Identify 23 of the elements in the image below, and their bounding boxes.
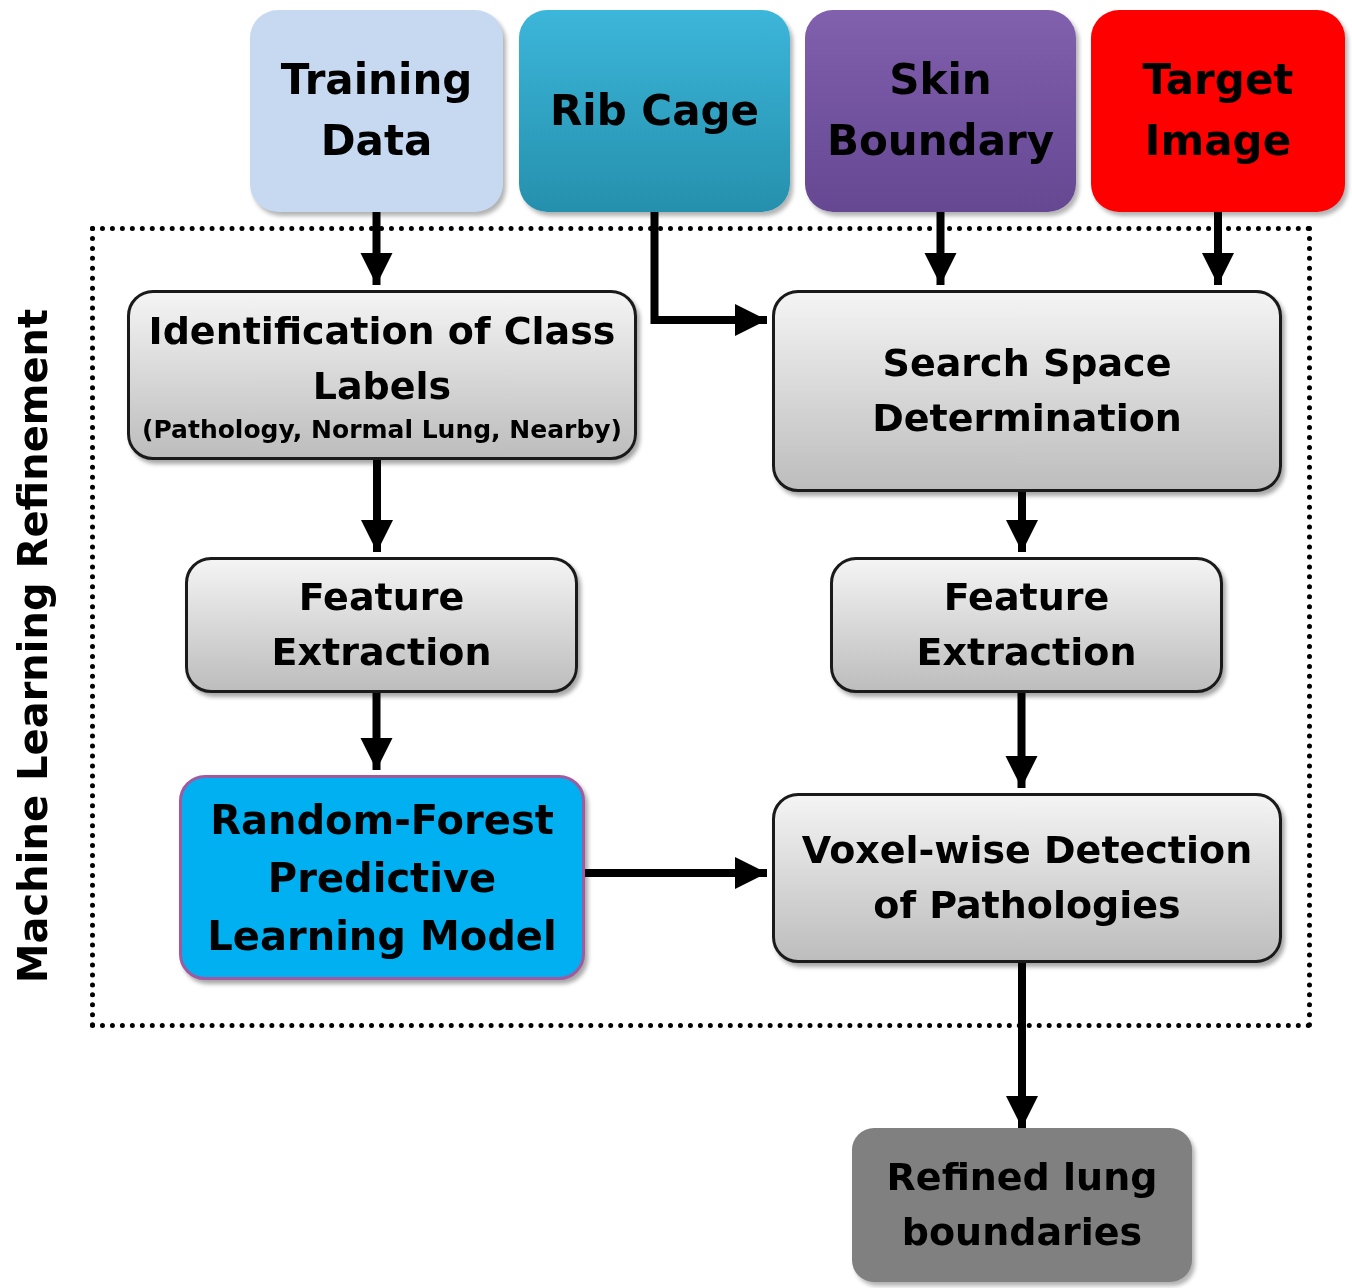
box-label: Feature Extraction xyxy=(270,573,493,676)
box-label: Training Data xyxy=(279,54,474,167)
box-subtitle: (Pathology, Normal Lung, Nearby) xyxy=(142,414,622,446)
input-box xyxy=(1091,10,1345,212)
box-label: Rib Cage xyxy=(549,84,760,137)
process-box xyxy=(127,290,637,460)
input-box xyxy=(519,10,790,212)
model-box xyxy=(179,775,585,980)
box-label: Feature Extraction xyxy=(915,573,1138,676)
input-box xyxy=(250,10,503,212)
box-label: Identification of Class Labels xyxy=(147,308,617,411)
box-label: Refined lung boundaries xyxy=(885,1153,1159,1256)
output-box xyxy=(852,1128,1192,1282)
box-label: Search Space Determination xyxy=(871,339,1183,442)
box-label: Skin Boundary xyxy=(825,54,1056,167)
process-box xyxy=(185,557,578,693)
box-label: Random-Forest Predictive Learning Model xyxy=(206,795,558,961)
process-box xyxy=(772,793,1282,963)
process-box xyxy=(772,290,1282,492)
input-box xyxy=(805,10,1076,212)
box-label: Voxel-wise Detection of Pathologies xyxy=(800,826,1254,929)
process-box xyxy=(830,557,1223,693)
box-label: Target Image xyxy=(1141,54,1295,167)
